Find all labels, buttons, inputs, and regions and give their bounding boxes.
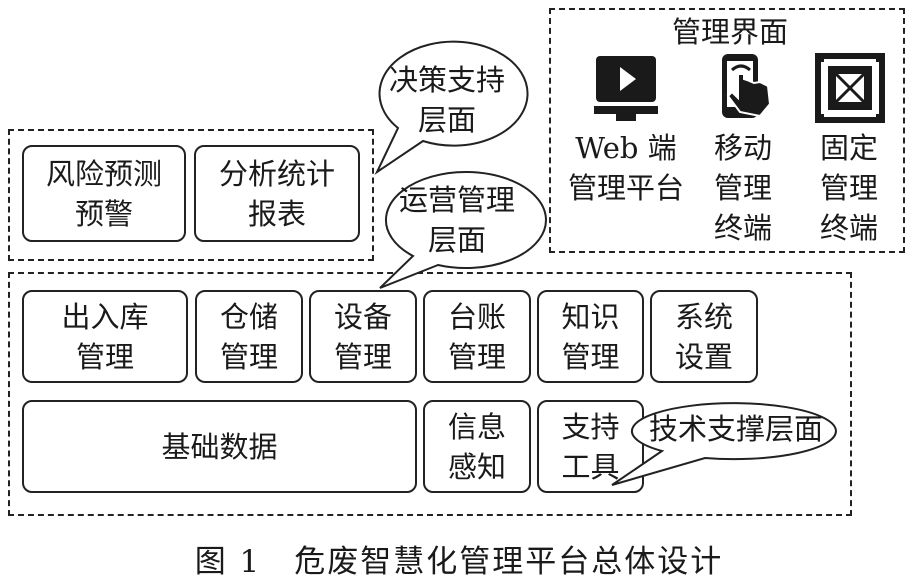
inbound-outbound-label: 出入库 管理 xyxy=(61,299,149,374)
support-tools-label: 支持 工具 xyxy=(561,409,620,484)
knowledge-module: 知识 管理 xyxy=(537,290,644,383)
decision-layer-label: 决策支持 层面 xyxy=(388,63,505,137)
management-ui-title: 管理界面 xyxy=(671,15,788,49)
figure-caption: 图 1 危废智慧化管理平台总体设计 xyxy=(194,544,724,580)
equipment-module: 设备 管理 xyxy=(309,290,417,383)
risk-prediction-module: 风险预测 预警 xyxy=(22,145,186,242)
info-sensing-module: 信息 感知 xyxy=(423,400,531,493)
ledger-module: 台账 管理 xyxy=(423,290,531,383)
management-ui-panel xyxy=(549,8,905,253)
web-play-monitor-icon xyxy=(594,56,658,121)
operation-bubble-shape xyxy=(379,171,547,289)
risk-prediction-label: 风险预测 预警 xyxy=(45,156,162,231)
fixed-terminal-icon xyxy=(815,53,885,123)
storage-label: 仓储 管理 xyxy=(219,299,278,374)
knowledge-label: 知识 管理 xyxy=(561,299,620,374)
statistics-report-module: 分析统计 报表 xyxy=(194,145,360,242)
ledger-label: 台账 管理 xyxy=(447,299,506,374)
web-platform-label: Web 端 管理平台 xyxy=(567,131,684,205)
mobile-terminal-label: 移动 管理 终端 xyxy=(713,131,772,245)
inbound-outbound-module: 出入库 管理 xyxy=(22,290,188,383)
system-settings-label: 系统 设置 xyxy=(674,299,733,374)
storage-module: 仓储 管理 xyxy=(195,290,303,383)
decision-layer-group xyxy=(8,129,374,261)
fixed-terminal-label: 固定 管理 终端 xyxy=(819,131,878,245)
operation-tech-layer-group xyxy=(8,272,852,516)
base-data-module: 基础数据 xyxy=(22,400,417,493)
system-settings-module: 系统 设置 xyxy=(650,290,758,383)
info-sensing-label: 信息 感知 xyxy=(447,409,506,484)
decision-bubble-shape xyxy=(374,40,529,175)
equipment-label: 设备 管理 xyxy=(333,299,392,374)
tech-bubble-shape xyxy=(611,402,837,486)
statistics-report-label: 分析统计 报表 xyxy=(218,156,335,231)
tech-layer-label: 技术支撑层面 xyxy=(648,412,823,446)
mobile-touch-icon xyxy=(722,54,772,118)
operation-layer-label: 运营管理 层面 xyxy=(398,183,515,257)
base-data-label: 基础数据 xyxy=(161,429,278,464)
